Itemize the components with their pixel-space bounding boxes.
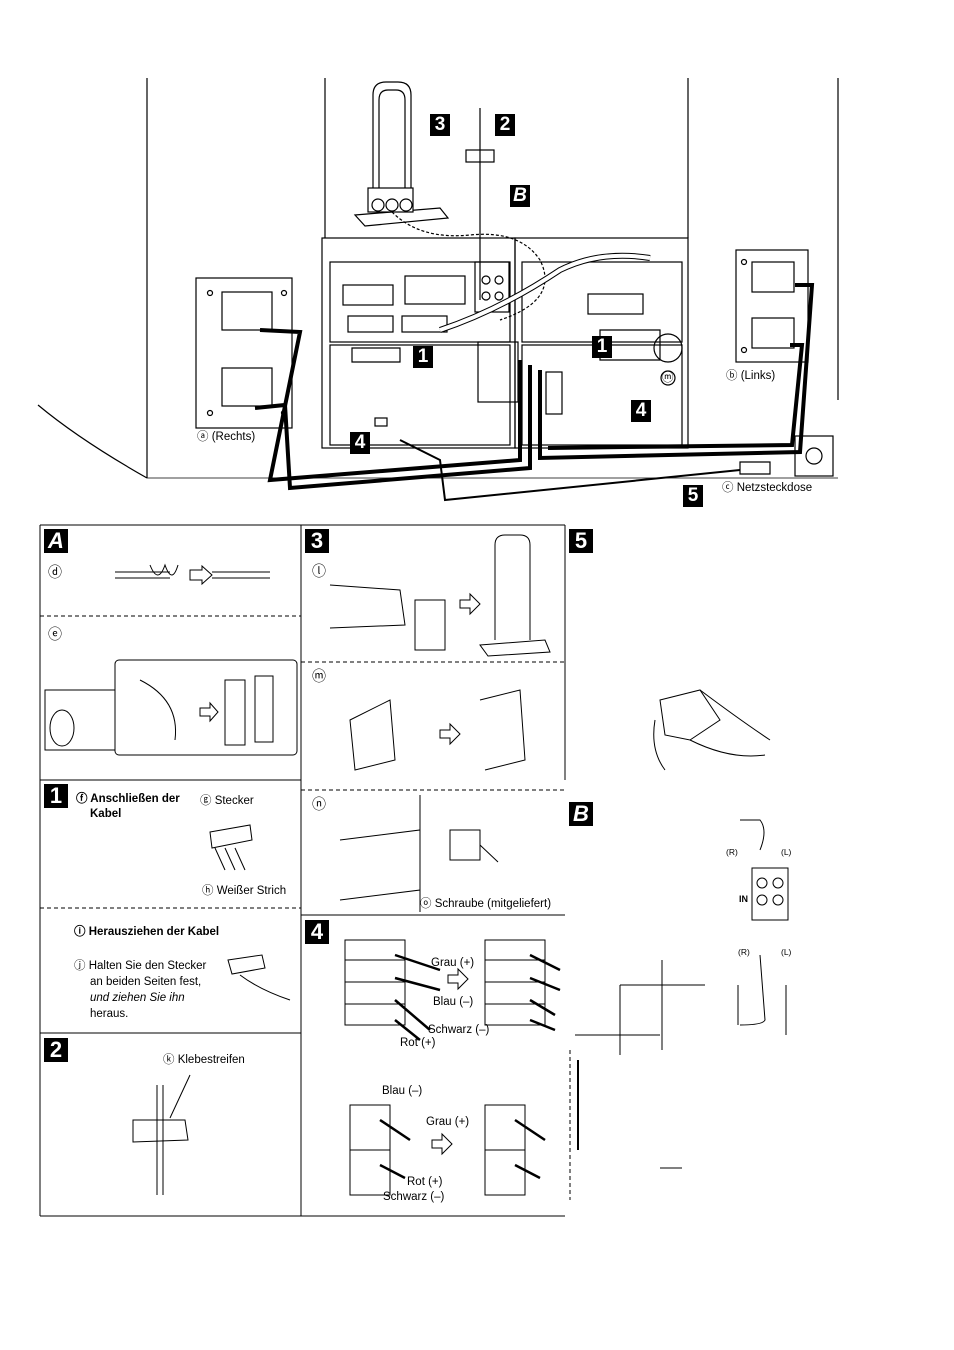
panel-tag-A: A — [44, 529, 68, 553]
panel-tag-B: B — [569, 802, 593, 826]
label-B-IN: IN — [739, 894, 748, 904]
badge-step-1b: 1 — [592, 336, 612, 358]
label-rot-2: Rot (+) — [407, 1176, 443, 1188]
label-grau-1: Grau (+) — [431, 957, 475, 969]
label-blau-2: Blau (–) — [382, 1085, 423, 1097]
label-grau-2: Grau (+) — [426, 1116, 470, 1128]
badge-B: B — [510, 185, 530, 207]
label-schwarz-1: Schwarz (–) — [428, 1024, 490, 1036]
speaker-wire-right — [259, 328, 522, 483]
panel-tag-1: 1 — [44, 784, 68, 808]
label-links: ⓑ (Links) — [726, 370, 776, 382]
speaker-wire-left — [538, 283, 815, 461]
label-schwarz-2: Schwarz (–) — [383, 1191, 445, 1203]
label-d: ⓓ — [48, 564, 62, 580]
panel-tag-4: 4 — [305, 920, 329, 944]
label-netzsteckdose: ⓒ Netzsteckdose — [722, 482, 813, 494]
badge-step-4a: 4 — [631, 400, 651, 422]
label-j-line2: an beiden Seiten fest, — [90, 976, 202, 988]
label-rot-1: Rot (+) — [400, 1037, 436, 1049]
label-k: ⓚ Klebestreifen — [163, 1054, 245, 1066]
panel-tag-2: 2 — [44, 1038, 68, 1062]
label-e: ⓔ — [48, 626, 62, 642]
badge-step-3: 3 — [430, 114, 450, 136]
label-f-line2: Kabel — [90, 808, 122, 820]
label-j-line1: ⓙ Halten Sie den Stecker — [74, 960, 207, 972]
label-h: ⓗ Weißer Strich — [202, 885, 287, 897]
power-cord — [399, 439, 741, 502]
label-B-R-top: (R) — [726, 847, 738, 857]
badge-step-4b: 4 — [350, 432, 370, 454]
fm-loop-antenna — [372, 81, 412, 195]
label-rechts: ⓐ (Rechts) — [197, 431, 256, 443]
panel-tag-3: 3 — [305, 529, 329, 553]
label-B-L-bottom: (L) — [781, 947, 792, 957]
main-unit-left — [321, 237, 516, 449]
label-B-R-bottom: (R) — [738, 947, 750, 957]
label-o: ⓞ Schraube (mitgeliefert) — [420, 898, 552, 910]
speaker-plate-right — [195, 277, 293, 429]
badge-step-1a: 1 — [413, 346, 433, 368]
label-n: ⓝ — [312, 796, 326, 812]
label-g: ⓖ Stecker — [200, 795, 254, 807]
label-m: ⓜ — [312, 668, 326, 684]
label-i: ⓘ Herausziehen der Kabel — [74, 926, 220, 938]
label-l: ⓛ — [312, 563, 326, 579]
panel-tag-5: 5 — [569, 529, 593, 553]
label-m-top: ⓜ — [662, 372, 674, 384]
speaker-plate-left — [735, 249, 809, 363]
label-j-line4: heraus. — [90, 1008, 129, 1020]
badge-step-2: 2 — [495, 114, 515, 136]
wall-outlet — [794, 435, 834, 477]
badge-step-5: 5 — [683, 485, 703, 507]
label-j-line3: und ziehen Sie ihn — [90, 992, 185, 1004]
label-f-line1: ⓕ Anschließen der — [76, 793, 180, 805]
label-B-L-top: (L) — [781, 847, 792, 857]
label-blau-1: Blau (–) — [433, 996, 474, 1008]
